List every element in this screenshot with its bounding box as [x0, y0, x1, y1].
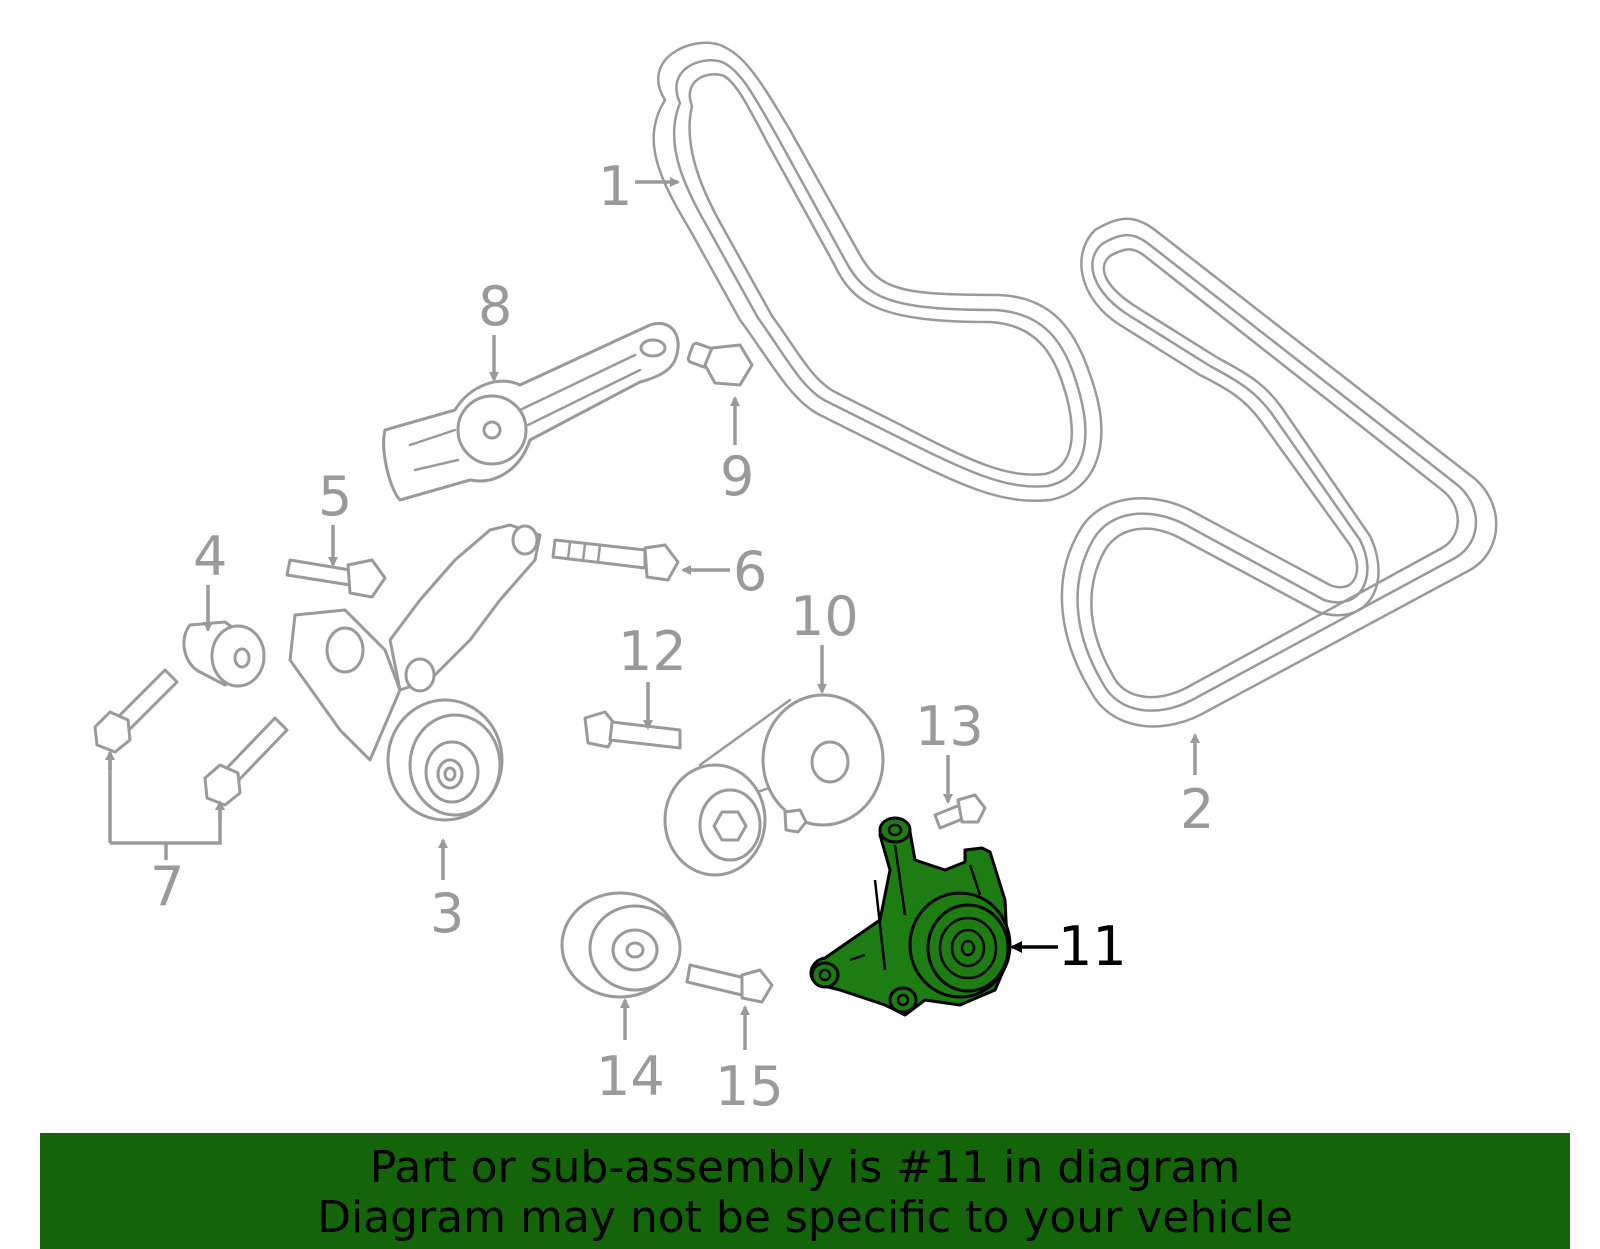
pulley-pair-10	[663, 693, 885, 877]
bolt-5	[285, 558, 387, 599]
callout-7: 7	[150, 855, 184, 918]
callout-2: 2	[1180, 778, 1214, 841]
idler-pulley-14	[560, 891, 682, 999]
callout-9: 9	[720, 445, 754, 508]
belt-1	[652, 41, 1103, 502]
idler-pulley-4	[182, 620, 266, 688]
bolts-7	[93, 668, 289, 807]
callout-11: 11	[1058, 915, 1127, 978]
callout-15: 15	[715, 1055, 784, 1118]
tensioner-11-highlighted	[809, 816, 1012, 1017]
banner-line-1: Part or sub-assembly is #11 in diagram	[369, 1142, 1241, 1193]
banner-line-2: Diagram may not be specific to your vehi…	[317, 1192, 1293, 1243]
bolt-13	[933, 793, 987, 830]
callout-14: 14	[596, 1045, 665, 1108]
callout-13: 13	[915, 695, 984, 758]
bolt-6	[551, 538, 680, 582]
tensioner-assembly-3	[288, 523, 542, 822]
leader-lines	[105, 177, 1200, 1050]
bolt-12	[583, 710, 682, 750]
info-banner: Part or sub-assembly is #11 in diagram D…	[40, 1133, 1570, 1249]
callout-6: 6	[733, 540, 767, 603]
callout-8: 8	[478, 275, 512, 338]
callout-4: 4	[193, 525, 227, 588]
callout-10: 10	[790, 585, 859, 648]
belt-2	[1060, 217, 1498, 728]
callout-3: 3	[430, 882, 464, 945]
bolt-15	[685, 963, 774, 1004]
tensioner-arm-8	[382, 322, 680, 502]
callout-1: 1	[598, 155, 632, 218]
callout-12: 12	[618, 620, 687, 683]
bolt-9	[686, 341, 754, 387]
callout-5: 5	[318, 465, 352, 528]
